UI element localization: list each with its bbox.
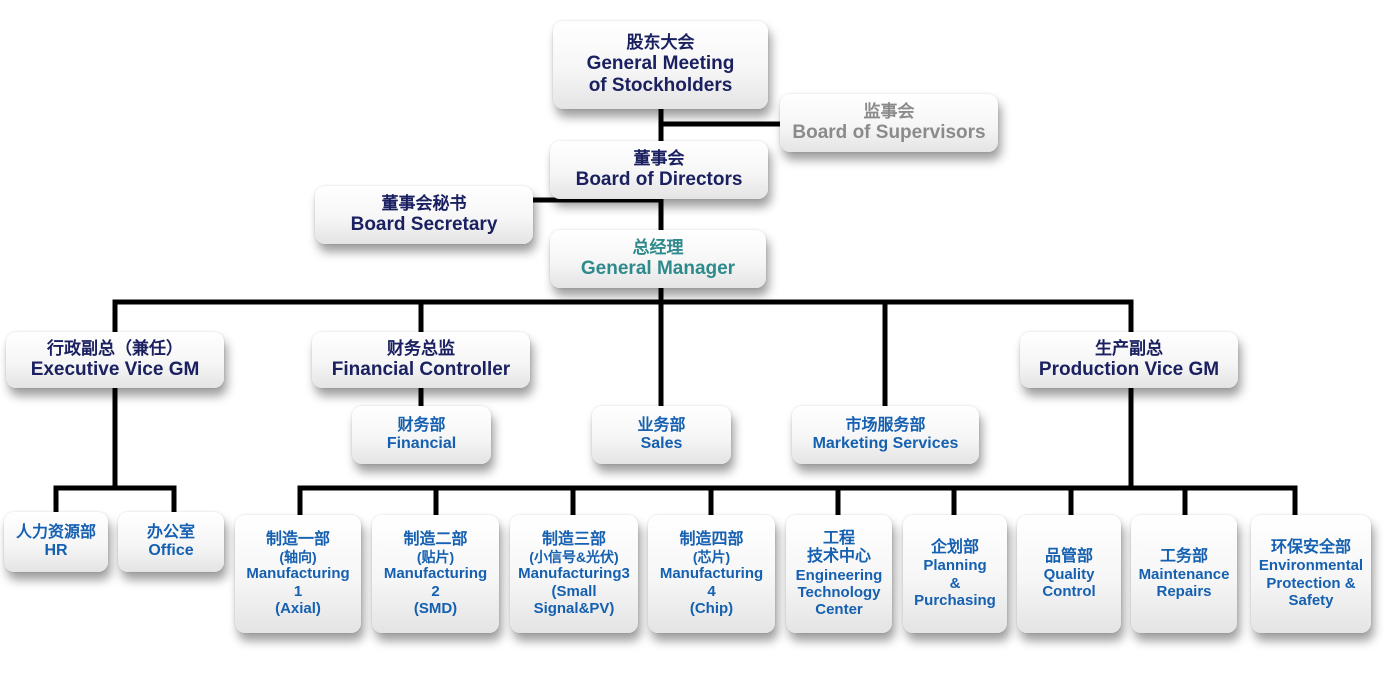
- node-label-en: Board Secretary: [350, 213, 498, 235]
- node-manufacturing-3: 制造三部 (小信号&光伏) Manufacturing3 (Small Sign…: [510, 515, 638, 633]
- node-label-en: (Chip): [689, 599, 734, 617]
- node-label-zh: 行政副总（兼任）: [47, 339, 183, 359]
- node-label-paren: (贴片): [416, 549, 455, 566]
- node-label-en: (Axial): [275, 599, 321, 617]
- node-label-en: &: [949, 574, 961, 592]
- node-label-en: 4: [707, 582, 716, 600]
- node-label-zh: 人力资源部: [15, 523, 96, 541]
- node-label-en: Planning: [923, 557, 987, 575]
- node-label-en: 2: [431, 582, 440, 600]
- node-label-zh: 市场服务部: [845, 416, 926, 434]
- node-label-zh: 业务部: [637, 416, 686, 434]
- node-label-en: Control: [1042, 583, 1096, 601]
- node-production-vice-gm: 生产副总 Production Vice GM: [1020, 332, 1238, 388]
- node-environmental-safety: 环保安全部 Environmental Protection & Safety: [1251, 515, 1371, 633]
- node-quality-control: 品管部 Quality Control: [1017, 515, 1121, 633]
- node-label-paren: (芯片): [692, 549, 731, 566]
- node-label-en: of Stockholders: [588, 74, 733, 96]
- node-label-zh: 办公室: [146, 523, 195, 541]
- node-label-zh: 财务部: [397, 416, 446, 434]
- node-label-zh: 品管部: [1044, 547, 1093, 565]
- node-label-en: Sales: [640, 435, 683, 452]
- node-label-en: Office: [148, 542, 194, 559]
- node-label-en: Environmental: [1258, 557, 1364, 575]
- node-financial: 财务部 Financial: [352, 406, 491, 464]
- node-planning-purchasing: 企划部 Planning & Purchasing: [903, 515, 1007, 633]
- node-label-en: Signal&PV): [533, 599, 615, 617]
- node-label-zh: 企划部: [930, 538, 979, 556]
- node-label-zh: 工程: [822, 529, 855, 547]
- node-label-zh: 生产副总: [1095, 339, 1163, 359]
- node-label-paren: (小信号&光伏): [529, 549, 619, 566]
- node-label-en: Engineering: [795, 566, 883, 584]
- node-label-en: 1: [293, 582, 303, 600]
- node-label-en: Manufacturing: [246, 565, 350, 583]
- node-label-en: Manufacturing: [659, 565, 764, 583]
- node-executive-vice-gm: 行政副总（兼任） Executive Vice GM: [6, 332, 224, 388]
- node-label-zh: 制造二部: [403, 530, 468, 548]
- node-label-en: HR: [44, 542, 68, 559]
- node-label-en: Financial: [386, 435, 457, 452]
- node-manufacturing-2: 制造二部 (贴片) Manufacturing 2 (SMD): [372, 515, 499, 633]
- node-label-en: Financial Controller: [331, 358, 511, 380]
- node-label-zh: 监事会: [863, 102, 915, 122]
- node-label-en: (SMD): [413, 599, 458, 617]
- node-label-en: General Meeting: [586, 52, 735, 74]
- node-sales: 业务部 Sales: [592, 406, 731, 464]
- node-label-en: Manufacturing: [383, 565, 488, 583]
- node-board-secretary: 董事会秘书 Board Secretary: [315, 186, 533, 244]
- node-label-en: Purchasing: [914, 591, 996, 609]
- node-label-en: Repairs: [1156, 583, 1212, 601]
- node-label-zh: 董事会秘书: [381, 194, 467, 214]
- node-label-zh: 制造四部: [679, 530, 744, 548]
- node-label-zh: 董事会: [633, 149, 685, 169]
- node-general-meeting: 股东大会 General Meeting of Stockholders: [553, 21, 768, 109]
- node-label-paren: (轴向): [279, 549, 317, 566]
- node-label-zh: 制造一部: [265, 530, 330, 548]
- node-marketing-services: 市场服务部 Marketing Services: [792, 406, 979, 464]
- node-office: 办公室 Office: [118, 512, 224, 572]
- node-board-of-directors: 董事会 Board of Directors: [550, 141, 768, 199]
- node-label-en: (Small: [551, 582, 597, 600]
- node-maintenance-repairs: 工务部 Maintenance Repairs: [1131, 515, 1237, 633]
- node-label-zh: 股东大会: [626, 33, 695, 53]
- node-label-zh: 技术中心: [806, 548, 871, 566]
- node-label-en: Center: [815, 601, 863, 619]
- node-label-en: Marketing Services: [812, 435, 959, 452]
- node-label-zh: 环保安全部: [1270, 538, 1351, 556]
- node-label-en: Production Vice GM: [1038, 358, 1220, 380]
- node-label-en: Board of Directors: [575, 168, 743, 190]
- node-manufacturing-1: 制造一部 (轴向) Manufacturing 1 (Axial): [235, 515, 361, 633]
- node-label-zh: 总经理: [632, 238, 684, 258]
- node-label-en: Executive Vice GM: [30, 358, 200, 380]
- node-label-zh: 工务部: [1159, 547, 1208, 565]
- node-hr: 人力资源部 HR: [4, 512, 108, 572]
- node-label-en: Maintenance: [1138, 565, 1230, 583]
- node-board-of-supervisors: 监事会 Board of Supervisors: [780, 94, 998, 152]
- node-manufacturing-4: 制造四部 (芯片) Manufacturing 4 (Chip): [648, 515, 775, 633]
- node-label-en: Quality: [1043, 565, 1095, 583]
- node-label-zh: 制造三部: [541, 530, 606, 548]
- node-label-en: Safety: [1288, 591, 1334, 609]
- node-label-en: General Manager: [580, 257, 736, 279]
- node-financial-controller: 财务总监 Financial Controller: [312, 332, 530, 388]
- node-general-manager: 总经理 General Manager: [550, 230, 766, 288]
- node-label-en: Technology: [797, 583, 881, 601]
- node-engineering-center: 工程 技术中心 Engineering Technology Center: [786, 515, 892, 633]
- node-label-en: Manufacturing3: [518, 565, 630, 583]
- node-label-en: Protection &: [1266, 574, 1356, 592]
- node-label-zh: 财务总监: [387, 339, 455, 359]
- node-label-en: Board of Supervisors: [792, 121, 986, 143]
